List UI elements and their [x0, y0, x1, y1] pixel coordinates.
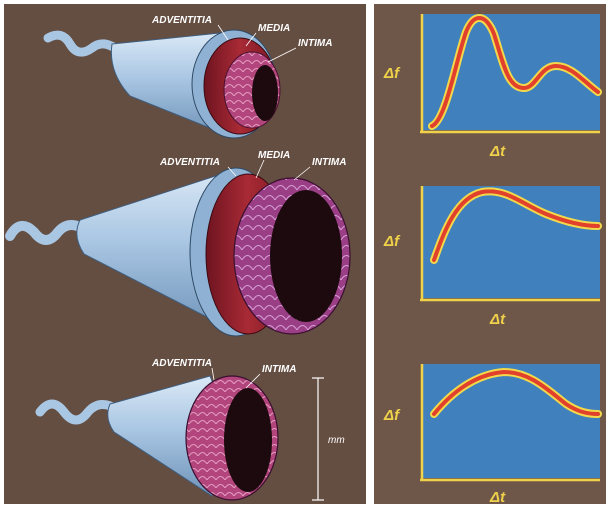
label-intima-middle: INTIMA: [312, 157, 346, 168]
graph-2-panel: [422, 186, 600, 298]
graph-3-x-label: Δt: [489, 489, 506, 506]
label-intima-bottom: INTIMA: [262, 364, 296, 375]
scale-unit-label: mm: [328, 435, 345, 446]
label-media-top: MEDIA: [258, 23, 290, 34]
graph-2-x-label: Δt: [489, 311, 506, 328]
artery-top-lumen: [252, 65, 278, 121]
label-adventitia-top: ADVENTITIA: [151, 15, 212, 26]
label-media-middle: MEDIA: [258, 150, 290, 161]
graph-3-y-label: Δf: [383, 407, 401, 424]
label-adventitia-bottom: ADVENTITIA: [151, 358, 212, 369]
label-intima-top: INTIMA: [298, 38, 332, 49]
vein-bottom-lumen: [224, 388, 272, 492]
graph-3-panel: [422, 364, 600, 478]
artery-middle-lumen: [270, 190, 342, 322]
graph-1-y-label: Δf: [383, 65, 401, 82]
label-adventitia-middle: ADVENTITIA: [159, 157, 220, 168]
graph-1-x-label: Δt: [489, 143, 506, 160]
graph-2-y-label: Δf: [383, 233, 401, 250]
